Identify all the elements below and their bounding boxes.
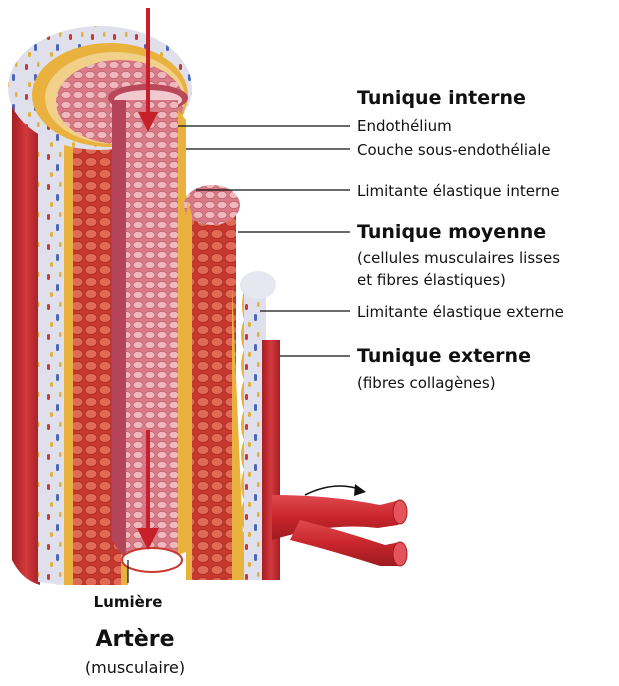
branch-vessel bbox=[272, 484, 407, 566]
label-tunique-interne: Tunique interne bbox=[357, 87, 526, 109]
external-elastic-layer bbox=[64, 100, 73, 585]
label-tunique-moyenne: Tunique moyenne bbox=[357, 221, 546, 243]
branch-upper-opening bbox=[393, 500, 407, 524]
label-couche-sous-endotheliale: Couche sous-endothéliale bbox=[357, 141, 551, 159]
label-tunique-moyenne-note-1: (cellules musculaires lisses bbox=[357, 249, 560, 267]
adventitia-layer bbox=[38, 95, 64, 585]
media-step-top bbox=[184, 185, 240, 225]
outer-vessel-wall bbox=[262, 340, 280, 580]
media-step-face bbox=[186, 200, 236, 580]
branch-lower-opening bbox=[393, 542, 407, 566]
curved-arrow-icon bbox=[305, 486, 362, 495]
label-tunique-externe-note: (fibres collagènes) bbox=[357, 374, 496, 392]
label-artere-note: (musculaire) bbox=[85, 658, 185, 677]
intima-shadow bbox=[112, 100, 128, 560]
label-endothelium: Endothélium bbox=[357, 117, 452, 135]
label-lumiere: Lumière bbox=[94, 593, 163, 611]
curved-arrow-head bbox=[354, 484, 366, 496]
label-limitante-elastique-externe: Limitante élastique externe bbox=[357, 303, 564, 321]
intima-elastic-edge bbox=[178, 110, 186, 555]
external-elastic-scallop bbox=[232, 285, 244, 580]
label-tunique-externe: Tunique externe bbox=[357, 345, 531, 367]
outer-wall-edge bbox=[12, 95, 40, 585]
label-tunique-moyenne-note-2: et fibres élastiques) bbox=[357, 271, 506, 289]
intima-surface bbox=[126, 100, 178, 560]
label-artere: Artère bbox=[95, 627, 174, 652]
media-step bbox=[184, 185, 244, 580]
branch-lower bbox=[290, 520, 405, 566]
adventitia-step-top bbox=[240, 271, 276, 299]
label-limitante-elastique-interne: Limitante élastique interne bbox=[357, 182, 560, 200]
lumen-bottom bbox=[122, 548, 182, 572]
